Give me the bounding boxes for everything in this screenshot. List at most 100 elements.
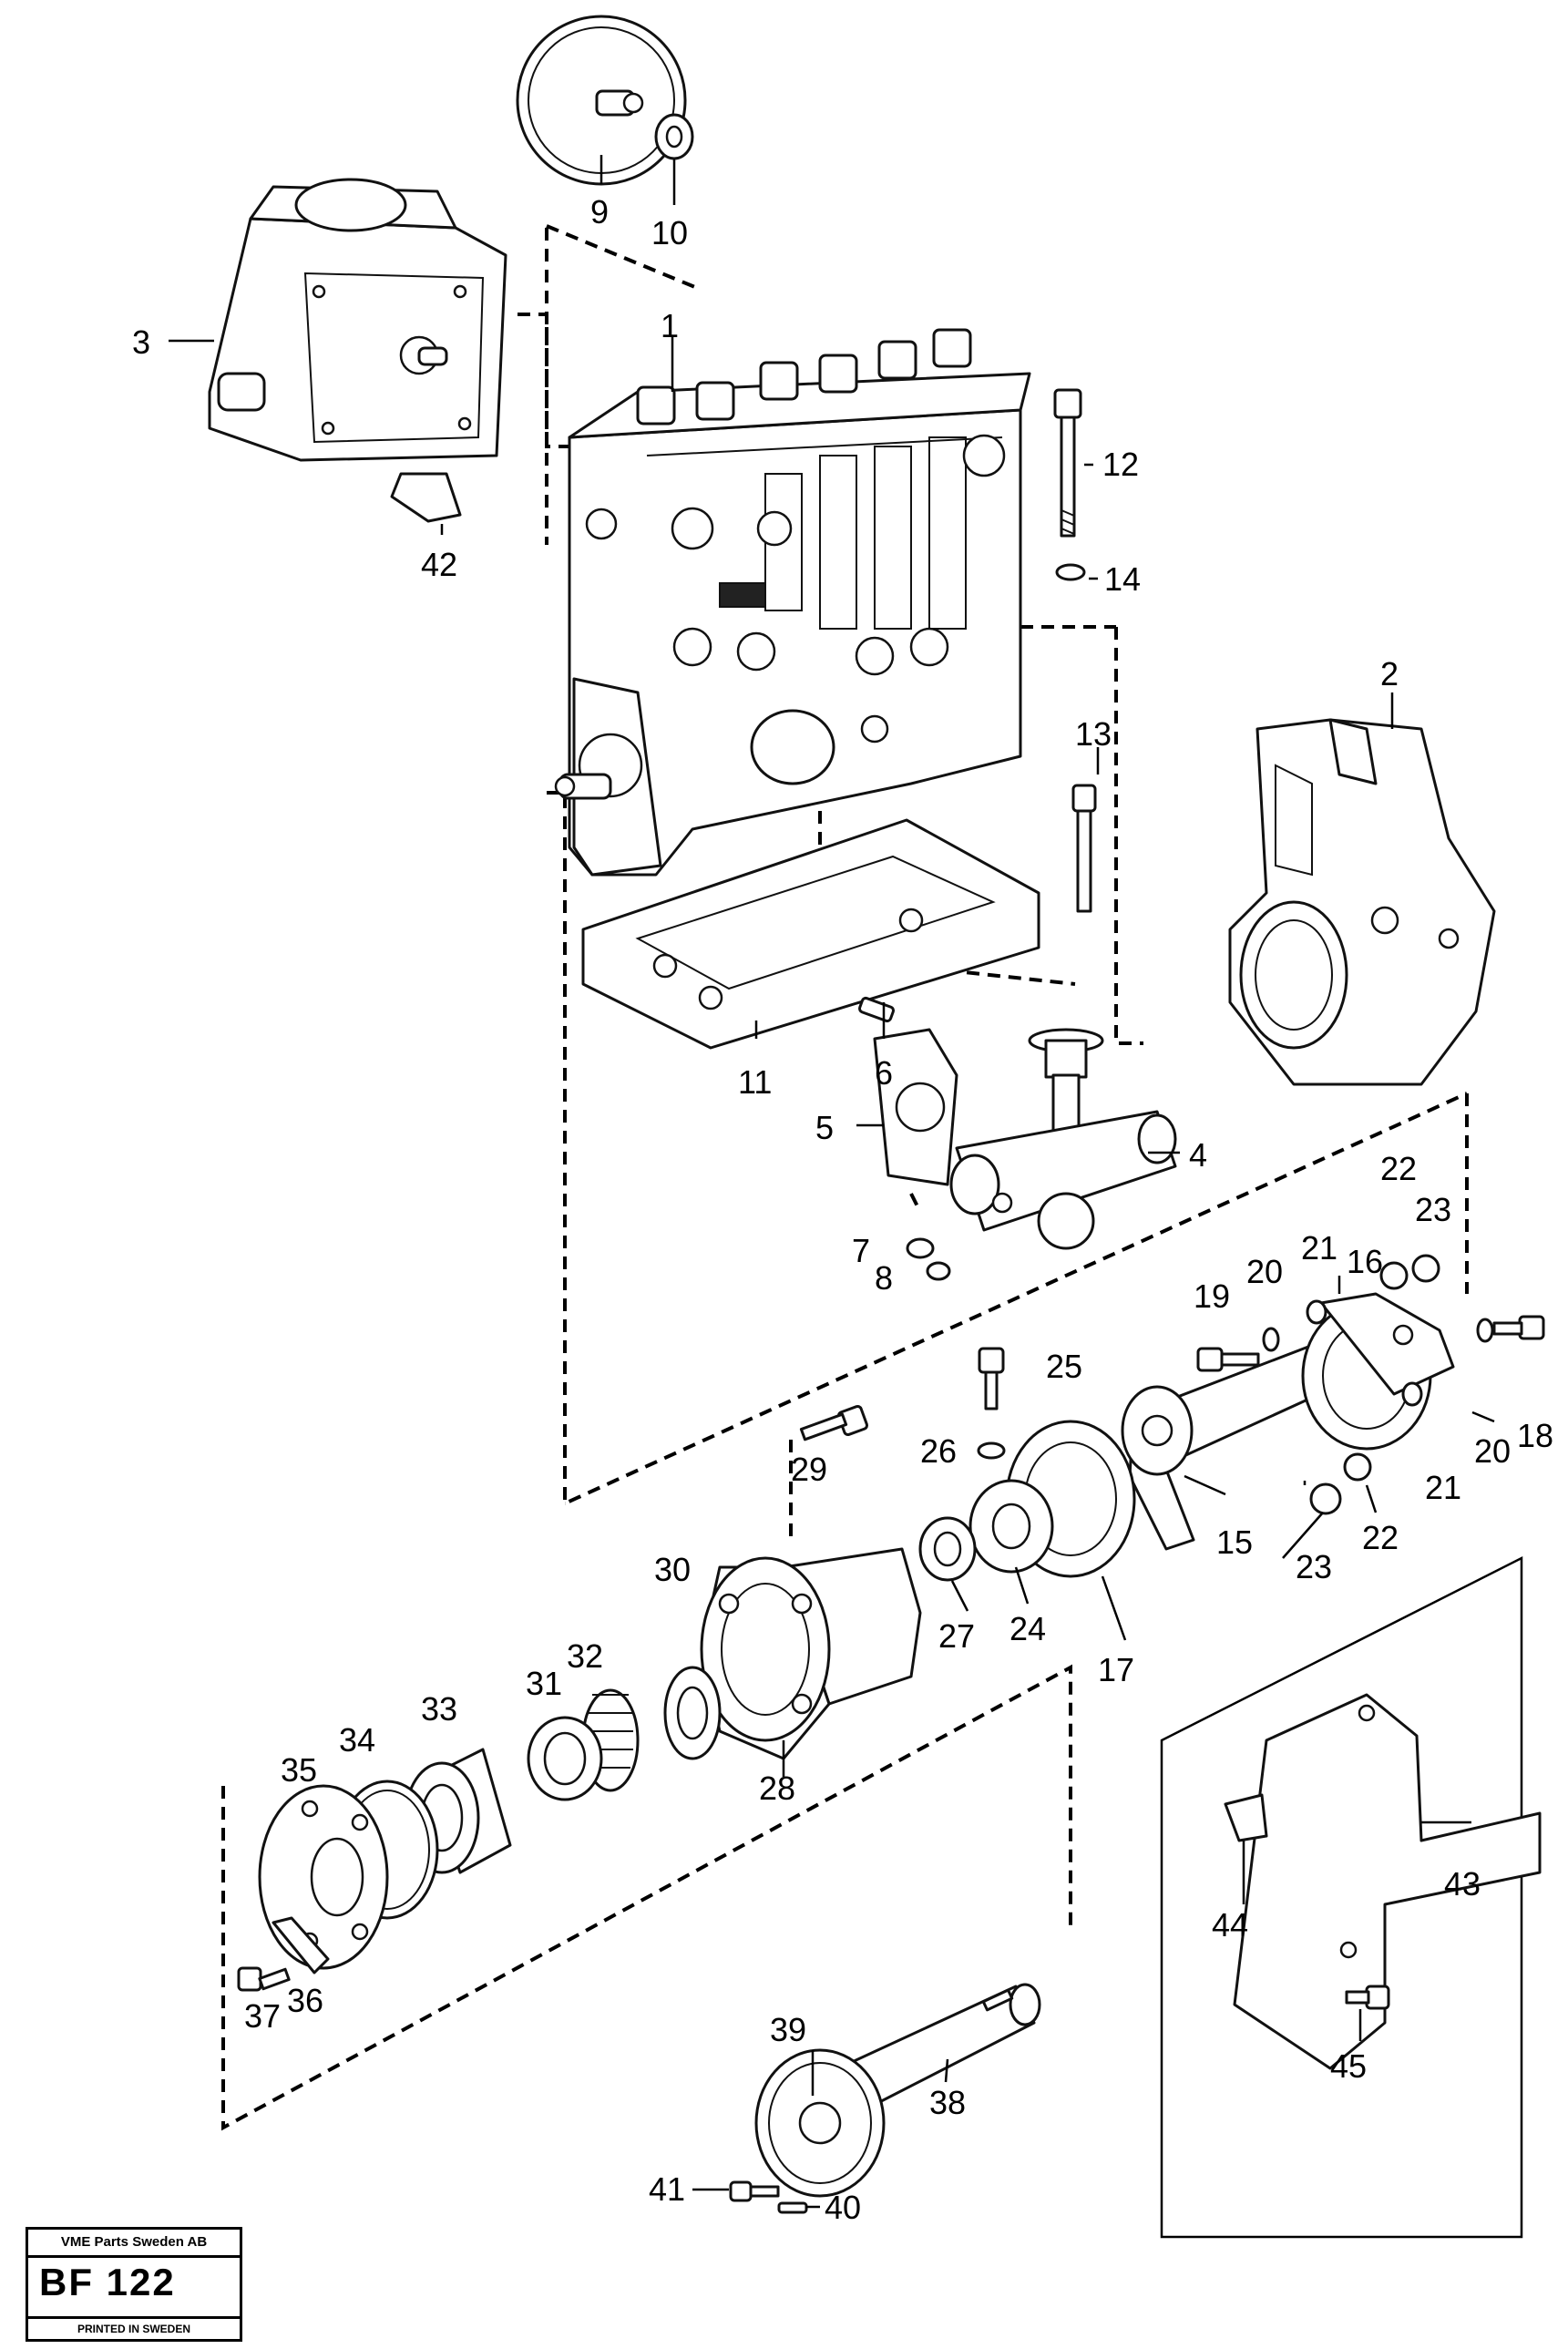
bracket-part-44 — [1224, 1793, 1268, 1842]
nut-part-23-upper — [1411, 1254, 1440, 1283]
callout-19: 19 — [1194, 1277, 1230, 1315]
callout-4: 4 — [1189, 1136, 1207, 1174]
stud-part-6 — [857, 996, 896, 1023]
stamp-printed: PRINTED IN SWEDEN — [28, 2316, 240, 2339]
coupling-flange-part-16 — [1301, 1292, 1455, 1451]
clip-part-42 — [390, 472, 462, 523]
callout-20-left: 20 — [1246, 1253, 1283, 1290]
stamp-company: VME Parts Sweden AB — [28, 2230, 240, 2258]
callout-1: 1 — [661, 307, 679, 344]
gear-part-39 — [754, 2048, 886, 2198]
washer-part-20-right — [1476, 1318, 1494, 1343]
callout-24: 24 — [1009, 1610, 1046, 1647]
callout-20-right: 20 — [1474, 1432, 1511, 1470]
pin-part-40 — [777, 2201, 808, 2214]
callout-labels: 1 2 3 4 5 6 7 8 9 10 11 12 13 14 15 16 1… — [132, 193, 1553, 2226]
callout-7: 7 — [852, 1232, 870, 1269]
callout-23-lower: 23 — [1296, 1548, 1332, 1585]
callout-26: 26 — [920, 1432, 957, 1470]
callout-13: 13 — [1075, 715, 1112, 753]
adapter-part-24 — [968, 1479, 1054, 1574]
callout-37: 37 — [244, 1997, 281, 2035]
callout-22-lower: 22 — [1362, 1519, 1399, 1556]
washer-part-10 — [654, 113, 694, 160]
washer-part-21-lower — [1401, 1381, 1423, 1407]
callout-22-upper: 22 — [1380, 1150, 1417, 1187]
bolt-part-37 — [237, 1966, 291, 1992]
callout-6: 6 — [875, 1054, 893, 1092]
callout-3: 3 — [132, 323, 150, 361]
callout-34: 34 — [339, 1721, 375, 1759]
base-plate-part-11 — [581, 818, 1040, 1050]
coupling-housing-part-28 — [700, 1547, 922, 1760]
callout-18: 18 — [1517, 1417, 1553, 1454]
callout-32: 32 — [567, 1637, 603, 1675]
nut-part-8 — [926, 1261, 951, 1281]
leader-lines — [169, 155, 1495, 2209]
callout-16: 16 — [1347, 1243, 1383, 1280]
callout-36: 36 — [287, 1982, 323, 2019]
lock-plate-part-36 — [272, 1916, 330, 1975]
callout-43: 43 — [1444, 1865, 1481, 1903]
washer-part-21-upper — [1306, 1299, 1327, 1325]
callout-21-lower: 21 — [1425, 1469, 1461, 1506]
bolt-part-13 — [1071, 784, 1097, 913]
stamp-code: BF 122 — [39, 2261, 176, 2303]
callout-31: 31 — [526, 1665, 562, 1702]
callout-11: 11 — [738, 1063, 772, 1101]
washer-part-26 — [977, 1441, 1006, 1460]
callout-15: 15 — [1216, 1523, 1253, 1561]
nut-part-23-lower — [1309, 1482, 1342, 1515]
bolt-part-19 — [1196, 1347, 1260, 1372]
delivery-valve-holders — [636, 328, 972, 426]
callout-17: 17 — [1098, 1651, 1134, 1688]
callout-28: 28 — [759, 1769, 795, 1807]
callout-40: 40 — [825, 2189, 861, 2226]
callout-33: 33 — [421, 1690, 457, 1728]
washer-part-22-upper — [1379, 1261, 1409, 1290]
bearing-ring-part-30 — [663, 1666, 722, 1760]
callout-42: 42 — [421, 546, 457, 583]
cover-plate-part-35 — [258, 1784, 389, 1970]
callout-8: 8 — [875, 1259, 893, 1297]
callout-2: 2 — [1380, 655, 1399, 692]
governor-assembly-part-2 — [1228, 718, 1496, 1086]
governor-housing-part-3 — [208, 178, 507, 462]
callout-10: 10 — [651, 214, 688, 251]
bolt-part-12 — [1053, 388, 1082, 538]
callout-12: 12 — [1102, 446, 1139, 483]
bracket-part-43 — [1233, 1693, 1542, 2070]
callout-41: 41 — [649, 2170, 685, 2208]
callout-14: 14 — [1104, 560, 1141, 598]
nut-part-7 — [906, 1237, 935, 1259]
bracket-box-outline — [1160, 1555, 1523, 2239]
callout-9: 9 — [590, 193, 609, 231]
callout-25: 25 — [1046, 1348, 1082, 1385]
callout-30: 30 — [654, 1551, 691, 1588]
bolt-part-29 — [799, 1404, 869, 1441]
washer-part-20-left — [1262, 1327, 1280, 1352]
feed-pump-part-4 — [949, 1028, 1177, 1250]
callout-38: 38 — [929, 2084, 966, 2121]
callout-29: 29 — [791, 1451, 827, 1488]
catalog-stamp: VME Parts Sweden AB BF 122 PRINTED IN SW… — [26, 2227, 242, 2342]
gasket-part-5 — [873, 1028, 958, 1186]
callout-27: 27 — [938, 1617, 975, 1655]
callout-39: 39 — [770, 2011, 806, 2048]
sleeve-part-31 — [527, 1716, 603, 1801]
callout-44: 44 — [1212, 1906, 1248, 1944]
callout-45: 45 — [1330, 2047, 1367, 2085]
callout-23-upper: 23 — [1415, 1191, 1451, 1228]
bolt-part-45 — [1345, 1985, 1390, 2010]
injection-pump-body-part-1 — [554, 328, 1031, 877]
bolt-part-18 — [1492, 1315, 1545, 1340]
callout-35: 35 — [281, 1751, 317, 1789]
callout-5: 5 — [815, 1109, 834, 1146]
bolt-part-25 — [978, 1347, 1005, 1410]
washer-part-14 — [1055, 563, 1086, 581]
washer-part-22-lower — [1343, 1452, 1372, 1482]
callout-21-upper: 21 — [1301, 1229, 1337, 1267]
bolt-part-41 — [729, 2180, 780, 2202]
bearing-part-27 — [918, 1516, 977, 1582]
